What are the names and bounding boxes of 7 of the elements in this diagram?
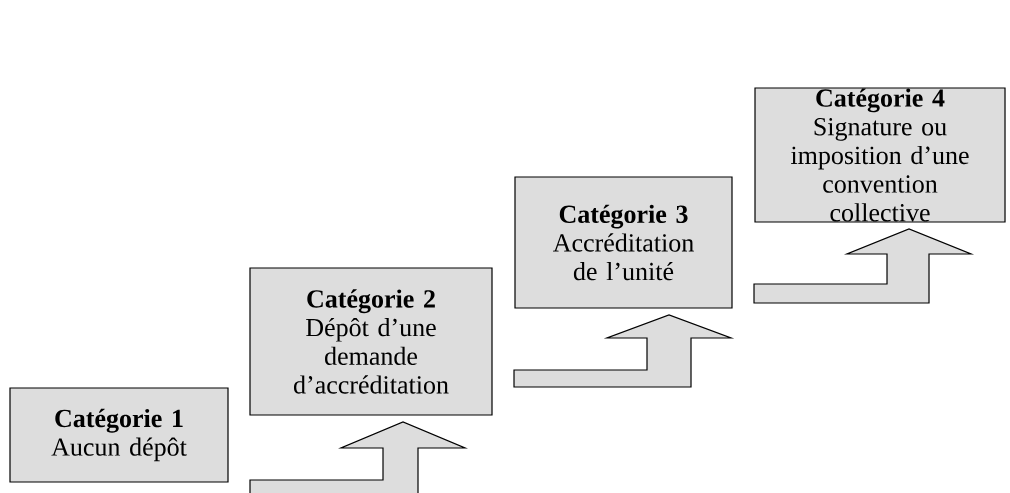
category-box: Catégorie 3 Accréditation de l’unité	[514, 176, 733, 309]
category-box: Catégorie 1 Aucun dépôt	[9, 387, 229, 483]
step-arrow	[513, 314, 735, 388]
category-box: Catégorie 2 Dépôt d’une demande d’accréditation	[249, 267, 493, 416]
step-arrow	[753, 228, 975, 304]
step-arrow	[249, 421, 468, 493]
category-box: Catégorie 4 Signature ou imposition d’une convention collective	[754, 87, 1006, 223]
